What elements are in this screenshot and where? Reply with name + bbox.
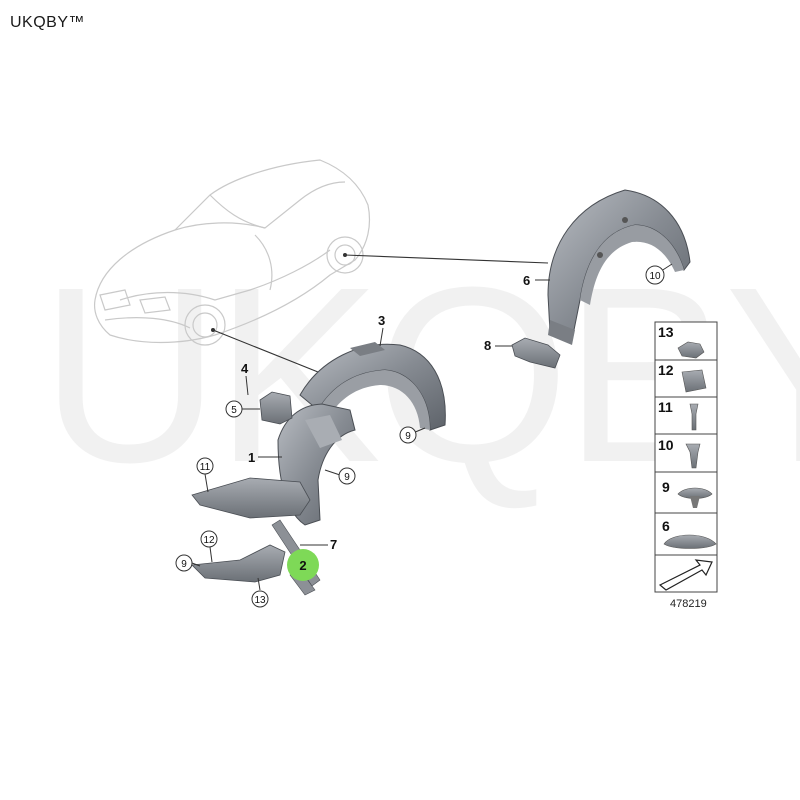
legend-label-10: 10 <box>658 437 674 453</box>
legend-label-9: 9 <box>662 479 670 495</box>
svg-text:13: 13 <box>254 595 266 606</box>
front-wheel-arch-liner <box>299 342 446 431</box>
bracket-part <box>511 337 561 369</box>
callout-9-middle: 9 <box>338 467 356 485</box>
direction-arrow-icon <box>658 559 713 591</box>
fastener-legend: 13 12 11 10 9 6 478219 <box>654 321 718 610</box>
leader-dot <box>211 328 215 332</box>
callout-1: 1 <box>248 450 255 465</box>
underbody-panel <box>191 477 311 519</box>
car-outline-drawing <box>93 159 371 346</box>
leader-line-rear <box>344 254 549 264</box>
legend-label-12: 12 <box>658 362 674 378</box>
callout-4: 4 <box>241 361 249 376</box>
svg-text:10: 10 <box>649 271 661 282</box>
callout-9-right: 9 <box>399 426 417 444</box>
brand-label: UKQBY™ <box>10 14 86 31</box>
rivet-icon <box>689 403 699 431</box>
callout-2-highlighted: 2 <box>287 549 319 581</box>
legend-label-13: 13 <box>658 324 674 340</box>
reference-number: 478219 <box>670 598 707 610</box>
clip-block <box>259 391 293 425</box>
svg-text:9: 9 <box>344 472 350 483</box>
leader-dot <box>343 253 347 257</box>
legend-label-11: 11 <box>658 399 673 415</box>
callout-5: 5 <box>225 400 243 418</box>
rear-wheel-arch-liner <box>547 189 691 345</box>
callout-11: 11 <box>196 457 214 475</box>
callout-3: 3 <box>378 313 385 328</box>
callout-13: 13 <box>251 590 269 608</box>
lower-bracket <box>191 544 286 583</box>
callout-12: 12 <box>200 530 218 548</box>
svg-text:9: 9 <box>405 431 411 442</box>
svg-text:11: 11 <box>200 462 211 473</box>
callout-8: 8 <box>484 338 491 353</box>
hex-nut-icon <box>677 341 705 359</box>
svg-text:9: 9 <box>181 559 187 570</box>
callout-6: 6 <box>523 273 530 288</box>
spring-clip-icon <box>681 369 707 393</box>
svg-text:2: 2 <box>299 558 306 573</box>
svg-text:5: 5 <box>231 405 237 416</box>
callout-7: 7 <box>330 537 337 552</box>
callout-leaders <box>191 263 673 591</box>
expansion-clip-icon <box>677 487 713 499</box>
callout-10: 10 <box>645 265 665 285</box>
svg-text:12: 12 <box>203 535 215 546</box>
screw-icon <box>685 443 701 469</box>
push-clip-icon <box>663 534 717 549</box>
legend-label-6: 6 <box>662 518 670 534</box>
callout-9-lower: 9 <box>175 554 193 572</box>
leader-line-front <box>212 329 319 373</box>
